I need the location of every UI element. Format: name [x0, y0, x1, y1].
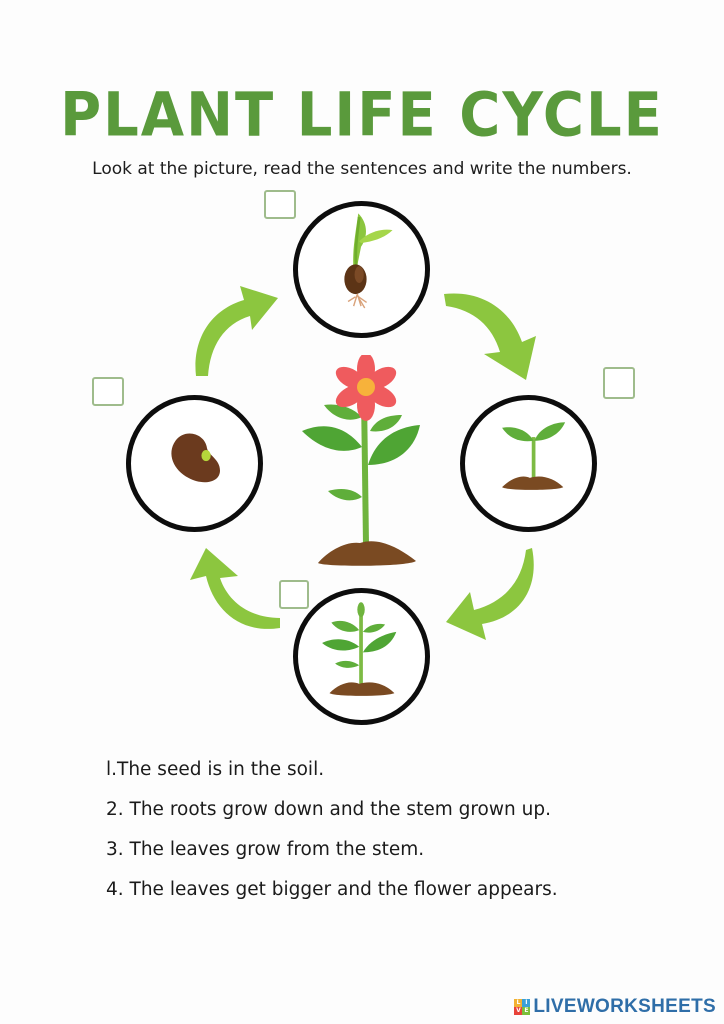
answer-box-bottom[interactable] [279, 580, 309, 609]
liveworksheets-logo-icon: L I V E [514, 999, 531, 1015]
sentence-list: l.The seed is in the soil. 2. The roots … [106, 750, 558, 910]
seedling-icon [502, 422, 566, 490]
sentence-2: 2. The roots grow down and the stem grow… [106, 799, 551, 820]
flowering-plant-icon [302, 355, 420, 566]
answer-box-top[interactable] [264, 190, 296, 219]
sentence-4: 4. The leaves get bigger and the flower … [106, 879, 558, 900]
young-plant-icon [322, 602, 397, 696]
stage-bottom-young-plant [293, 588, 430, 725]
arrow-bottom-to-left-icon [190, 548, 280, 629]
sentence-3: 3. The leaves grow from the stem. [106, 839, 425, 860]
instruction-text: Look at the picture, read the sentences … [92, 159, 632, 179]
stage-right-seedling [460, 395, 597, 532]
stage-top-germinating-seed [293, 201, 430, 338]
germinating-seed-icon [344, 213, 393, 309]
liveworksheets-brand: L I V E LIVEWORKSHEETS [514, 996, 716, 1018]
arrow-right-to-bottom-icon [446, 548, 534, 640]
brand-name: LIVEWORKSHEETS [533, 996, 716, 1017]
answer-box-right[interactable] [603, 367, 635, 399]
stage-left-bean-seed [126, 395, 263, 532]
answer-box-left[interactable] [92, 377, 124, 406]
sentence-1: l.The seed is in the soil. [106, 759, 325, 780]
arrow-left-to-top-icon [195, 286, 278, 376]
worksheet-title: PLANT LIFE CYCLE [60, 80, 664, 151]
bean-seed-icon [171, 433, 220, 483]
flower-head [335, 355, 397, 421]
arrow-top-to-right-icon [444, 293, 536, 380]
